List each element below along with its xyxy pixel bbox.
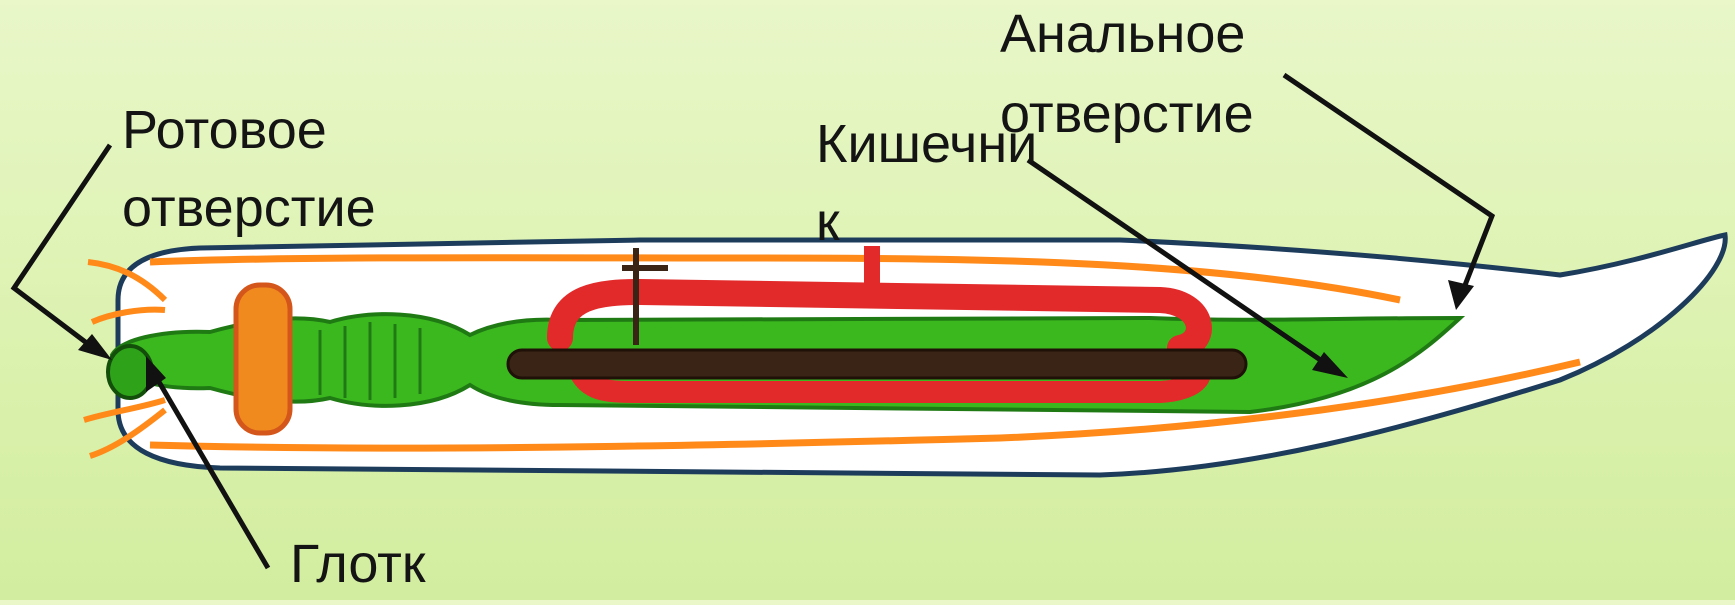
- label-pharynx: Глотк: [290, 532, 426, 596]
- label-intestine-line-1: Кишечни: [816, 112, 1037, 176]
- label-mouth-line-1: Ротовое: [122, 98, 327, 162]
- pharynx-opening: [108, 346, 152, 398]
- label-intestine-line-2: к: [816, 190, 840, 254]
- label-anal-line-1: Анальное: [1000, 2, 1245, 66]
- label-anal-line-2: отверстие: [1000, 82, 1254, 146]
- dorsal-cord: [508, 350, 1246, 378]
- label-mouth-line-2: отверстие: [122, 176, 376, 240]
- nerve-ring: [236, 285, 290, 433]
